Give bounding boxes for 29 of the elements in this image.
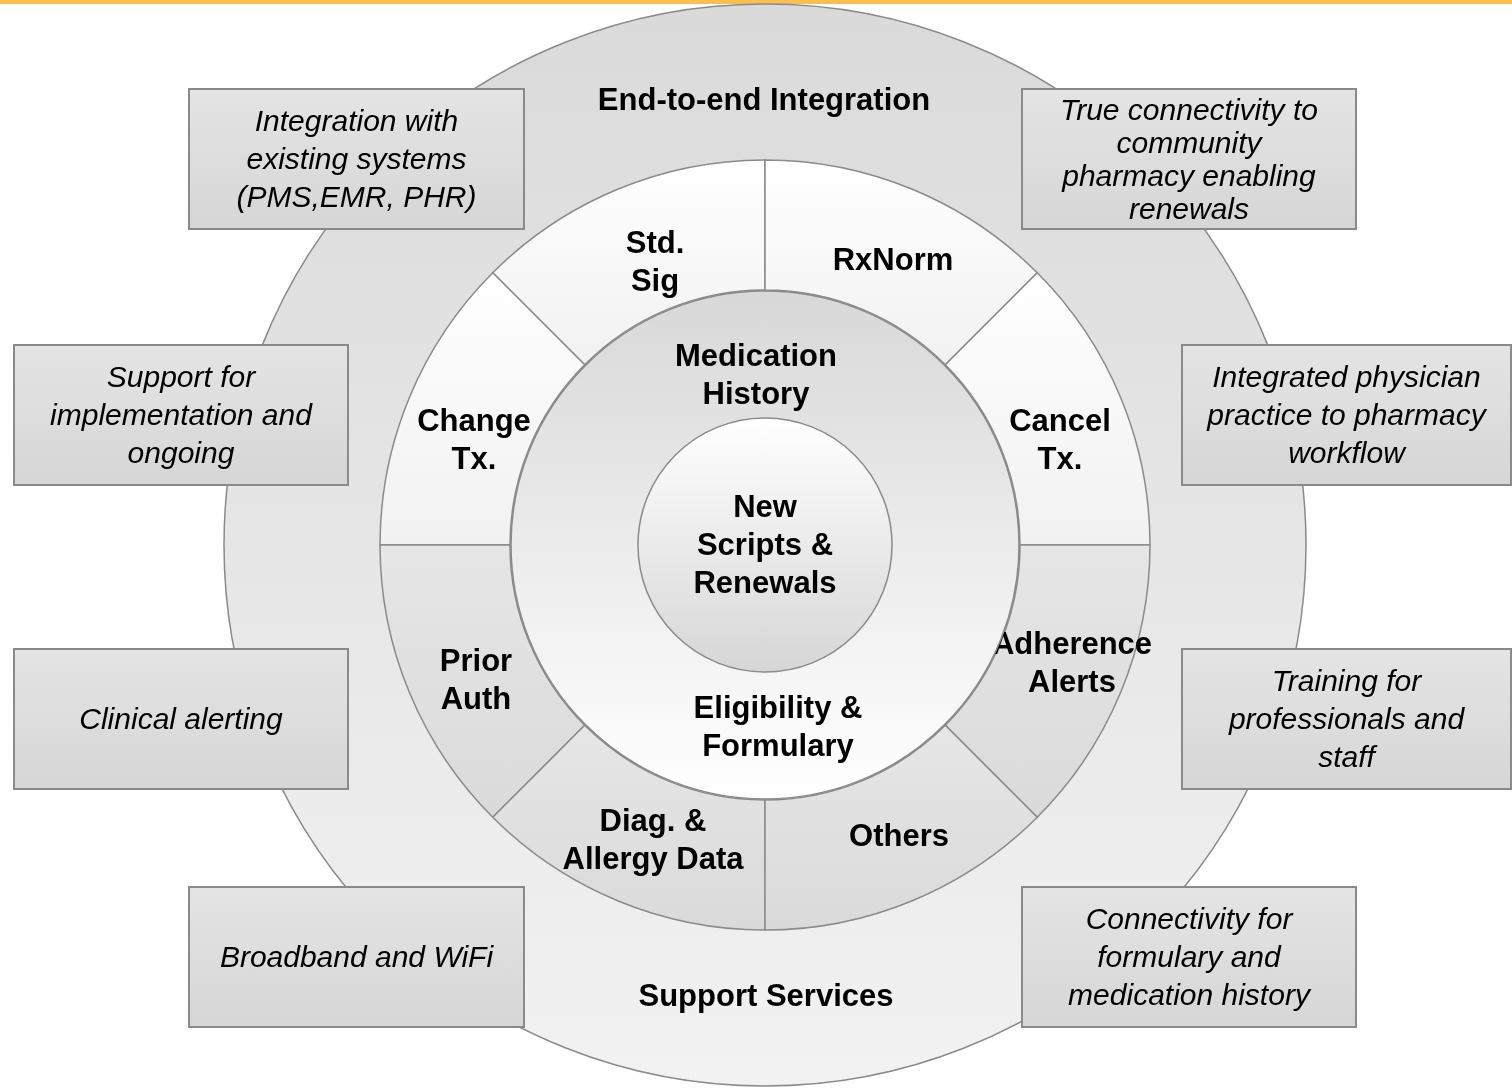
note-box	[1181, 648, 1512, 790]
segment-label: Change Tx.	[416, 402, 532, 478]
segment-label: Others	[848, 817, 950, 855]
segment-label: RxNorm	[831, 241, 955, 279]
note-box	[13, 344, 349, 486]
note-box	[1021, 886, 1357, 1028]
note-text: Support for implementation and ongoing	[49, 359, 314, 471]
note-text: Clinical alerting	[78, 701, 284, 737]
ring-label: New Scripts & Renewals	[692, 488, 838, 602]
note-text: Training for professionals and staff	[1227, 663, 1466, 775]
segment-label: Prior Auth	[438, 642, 514, 718]
ring-label: Eligibility & Formulary	[692, 689, 864, 765]
note-text: Broadband and WiFi	[218, 939, 495, 975]
note-box	[188, 886, 525, 1028]
ring-label: Support Services	[637, 977, 895, 1015]
ring-label: End-to-end Integration	[596, 81, 932, 119]
segment-label: Adherence Alerts	[990, 625, 1154, 701]
segment-label: Diag. & Allergy Data	[561, 802, 745, 878]
ring-label: Medication History	[674, 337, 838, 413]
note-text: True connectivity to community pharmacy enabling renewals	[1059, 93, 1319, 225]
note-text: Integrated physician practice to pharmacy workflow	[1205, 359, 1488, 471]
segment-label: Cancel Tx.	[1008, 402, 1112, 478]
segment-label: Std. Sig	[624, 224, 686, 300]
note-box	[1181, 344, 1512, 486]
note-box	[13, 648, 349, 790]
note-text: Integration with existing systems (PMS,EMR, PHR)	[235, 103, 478, 215]
note-text: Connectivity for formulary and medication history	[1067, 901, 1313, 1013]
note-box	[1021, 88, 1357, 230]
note-box	[188, 88, 525, 230]
